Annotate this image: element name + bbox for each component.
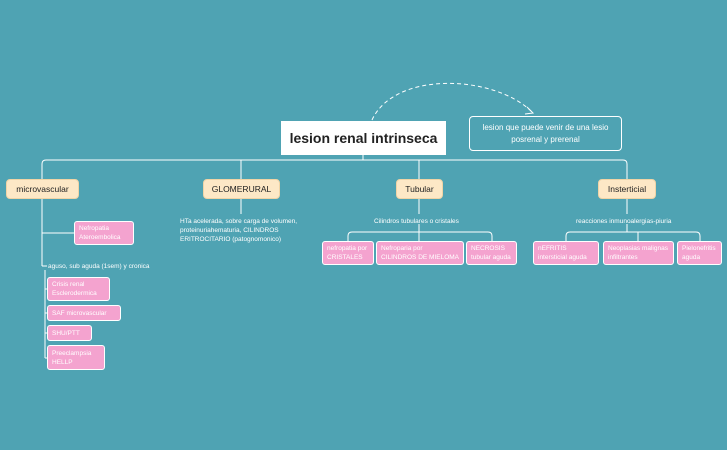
tubular-description: Cilindros tubulares o cristales: [374, 218, 459, 225]
leaf-label: Preeclampsia HELLP: [52, 349, 92, 366]
leaf-label: Nefropatia Ateroembolica: [79, 225, 121, 241]
leaf-preeclampsia[interactable]: Preeclampsia HELLP: [47, 345, 105, 370]
category-tubular-label: Tubular: [405, 184, 434, 194]
leaf-label: Neoplasias malignas infiltrantes: [608, 245, 668, 261]
leaf-label: SAF microvascular: [52, 309, 107, 317]
leaf-necrosis-tubular[interactable]: NECROSIS tubular aguda: [466, 241, 517, 265]
leaf-label: SHU/PTT: [52, 329, 80, 337]
leaf-nefritis-intersticial[interactable]: nEFRITIS intersticial aguda: [533, 241, 599, 265]
leaf-pielonefritis[interactable]: Pielonefritis aguda: [677, 241, 722, 265]
leaf-crisis-renal[interactable]: Crisis renal Esclerodermica: [47, 277, 110, 301]
root-topic-label: lesion renal intrinseca: [289, 130, 438, 146]
category-insterticial[interactable]: Insterticial: [598, 179, 656, 199]
glomerural-description: HTa acelerada, sobre carga de volumen, p…: [180, 218, 298, 243]
category-glomerural[interactable]: GLOMERURAL: [203, 179, 280, 199]
leaf-label: Pielonefritis aguda: [682, 245, 716, 261]
leaf-neoplasias[interactable]: Neoplasias malignas infiltrantes: [603, 241, 674, 265]
leaf-label: nEFRITIS intersticial aguda: [538, 245, 587, 261]
leaf-label: Crisis renal Esclerodermica: [52, 281, 97, 297]
leaf-nefropatia-ateroembolica[interactable]: Nefropatia Ateroembolica: [74, 221, 134, 245]
relation-note-label: lesion que puede venir de una lesio posr…: [482, 122, 609, 144]
category-microvascular-label: microvascular: [16, 184, 69, 194]
root-topic[interactable]: lesion renal intrinseca: [281, 121, 446, 155]
category-microvascular[interactable]: microvascular: [6, 179, 79, 199]
leaf-label: NECROSIS tubular aguda: [471, 245, 511, 261]
leaf-nefropatia-cristales[interactable]: nefropatia por CRISTALES: [322, 241, 374, 265]
category-tubular[interactable]: Tubular: [396, 179, 443, 199]
leaf-label: Nefroparia por CILINDROS DE MIELOMA: [381, 245, 460, 261]
leaf-shu-ptt[interactable]: SHU/PTT: [47, 325, 92, 341]
leaf-label: nefropatia por CRISTALES: [327, 245, 368, 261]
insterticial-description: reacciones inmunoalergias-piuria: [576, 218, 672, 225]
relation-note[interactable]: lesion que puede venir de una lesio posr…: [469, 116, 622, 151]
microvascular-description: aguso, sub aguda (1sem) y cronica: [48, 263, 150, 270]
category-glomerural-label: GLOMERURAL: [211, 184, 272, 194]
leaf-saf-microvascular[interactable]: SAF microvascular: [47, 305, 121, 321]
leaf-cilindros-mieloma[interactable]: Nefroparia por CILINDROS DE MIELOMA: [376, 241, 464, 265]
category-insterticial-label: Insterticial: [607, 184, 647, 194]
